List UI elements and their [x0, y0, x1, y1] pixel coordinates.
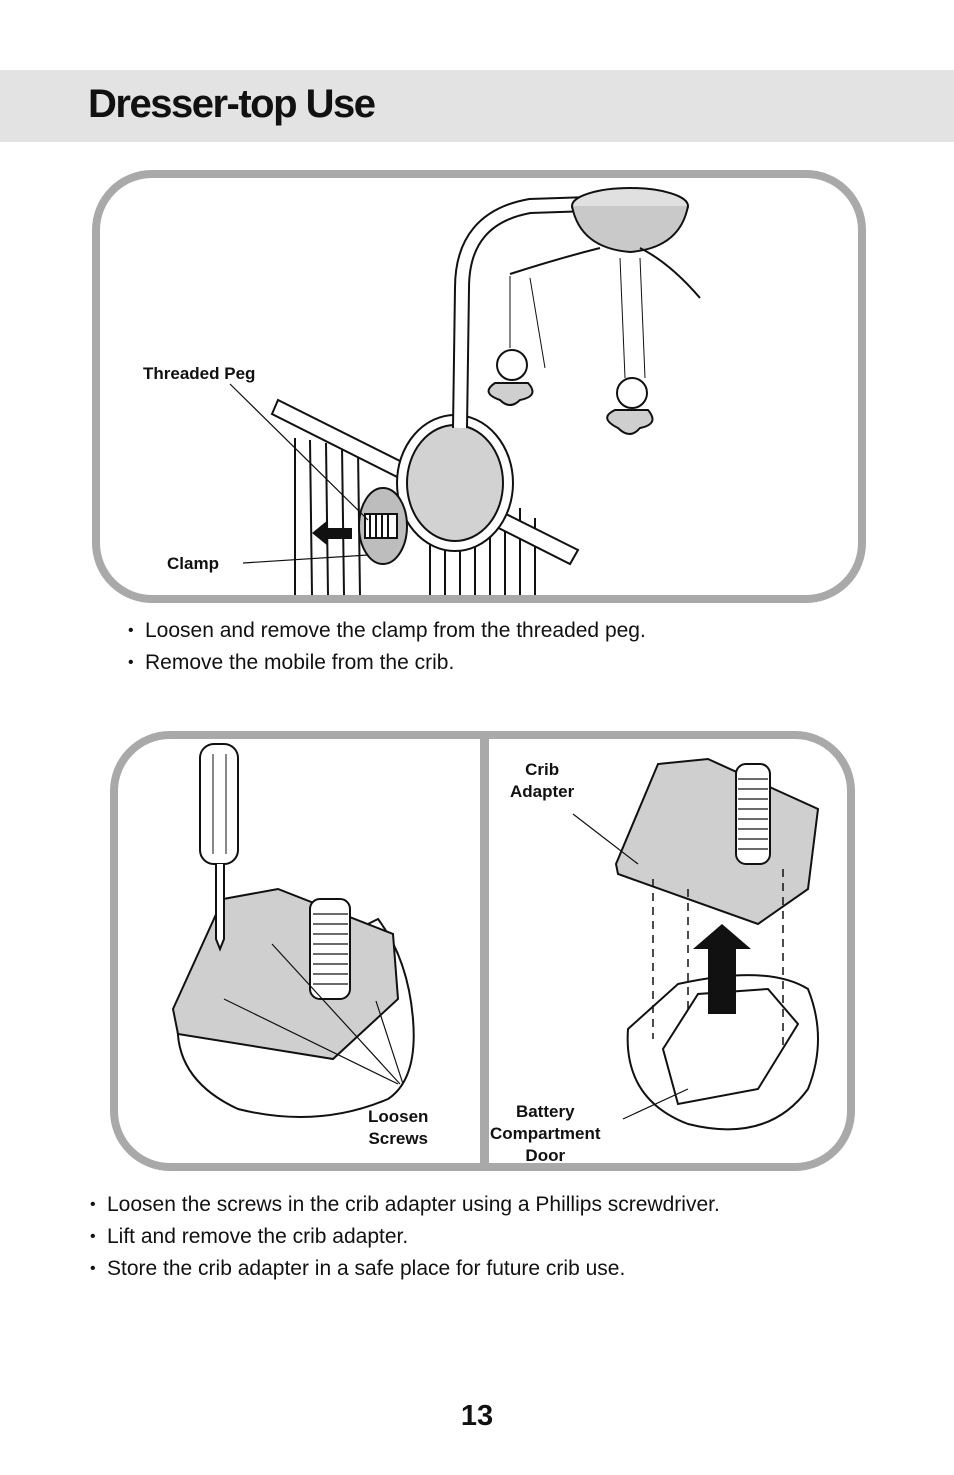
figure-remove-mobile: Threaded Peg Clamp	[92, 170, 866, 603]
page-title: Dresser-top Use	[88, 82, 376, 126]
figure-remove-adapter: Loosen Screws Crib Adapter Battery Compa…	[110, 731, 855, 1171]
callout-loosen-screws: Loosen Screws	[368, 1107, 429, 1148]
mobile-on-crib-illustration	[229, 187, 701, 595]
instructions-step-2: Loosen the screws in the crib adapter us…	[90, 1189, 720, 1285]
instruction-item: Loosen and remove the clamp from the thr…	[128, 615, 646, 647]
callout-threaded-peg: Threaded Peg	[143, 364, 256, 383]
crib-adapter-illustration	[171, 739, 820, 1163]
instruction-item: Store the crib adapter in a safe place f…	[90, 1253, 720, 1285]
page-number: 13	[460, 1400, 494, 1432]
instruction-item: Lift and remove the crib adapter.	[90, 1221, 720, 1253]
callout-crib-adapter: Crib Adapter	[510, 760, 575, 801]
header-band	[0, 70, 954, 142]
instructions-step-1: Loosen and remove the clamp from the thr…	[128, 615, 646, 679]
instruction-item: Remove the mobile from the crib.	[128, 647, 646, 679]
instruction-item: Loosen the screws in the crib adapter us…	[90, 1189, 720, 1221]
panel-divider	[480, 739, 489, 1163]
callout-clamp: Clamp	[167, 554, 219, 573]
callout-battery-compartment-door: Battery Compartment Door	[490, 1102, 601, 1165]
